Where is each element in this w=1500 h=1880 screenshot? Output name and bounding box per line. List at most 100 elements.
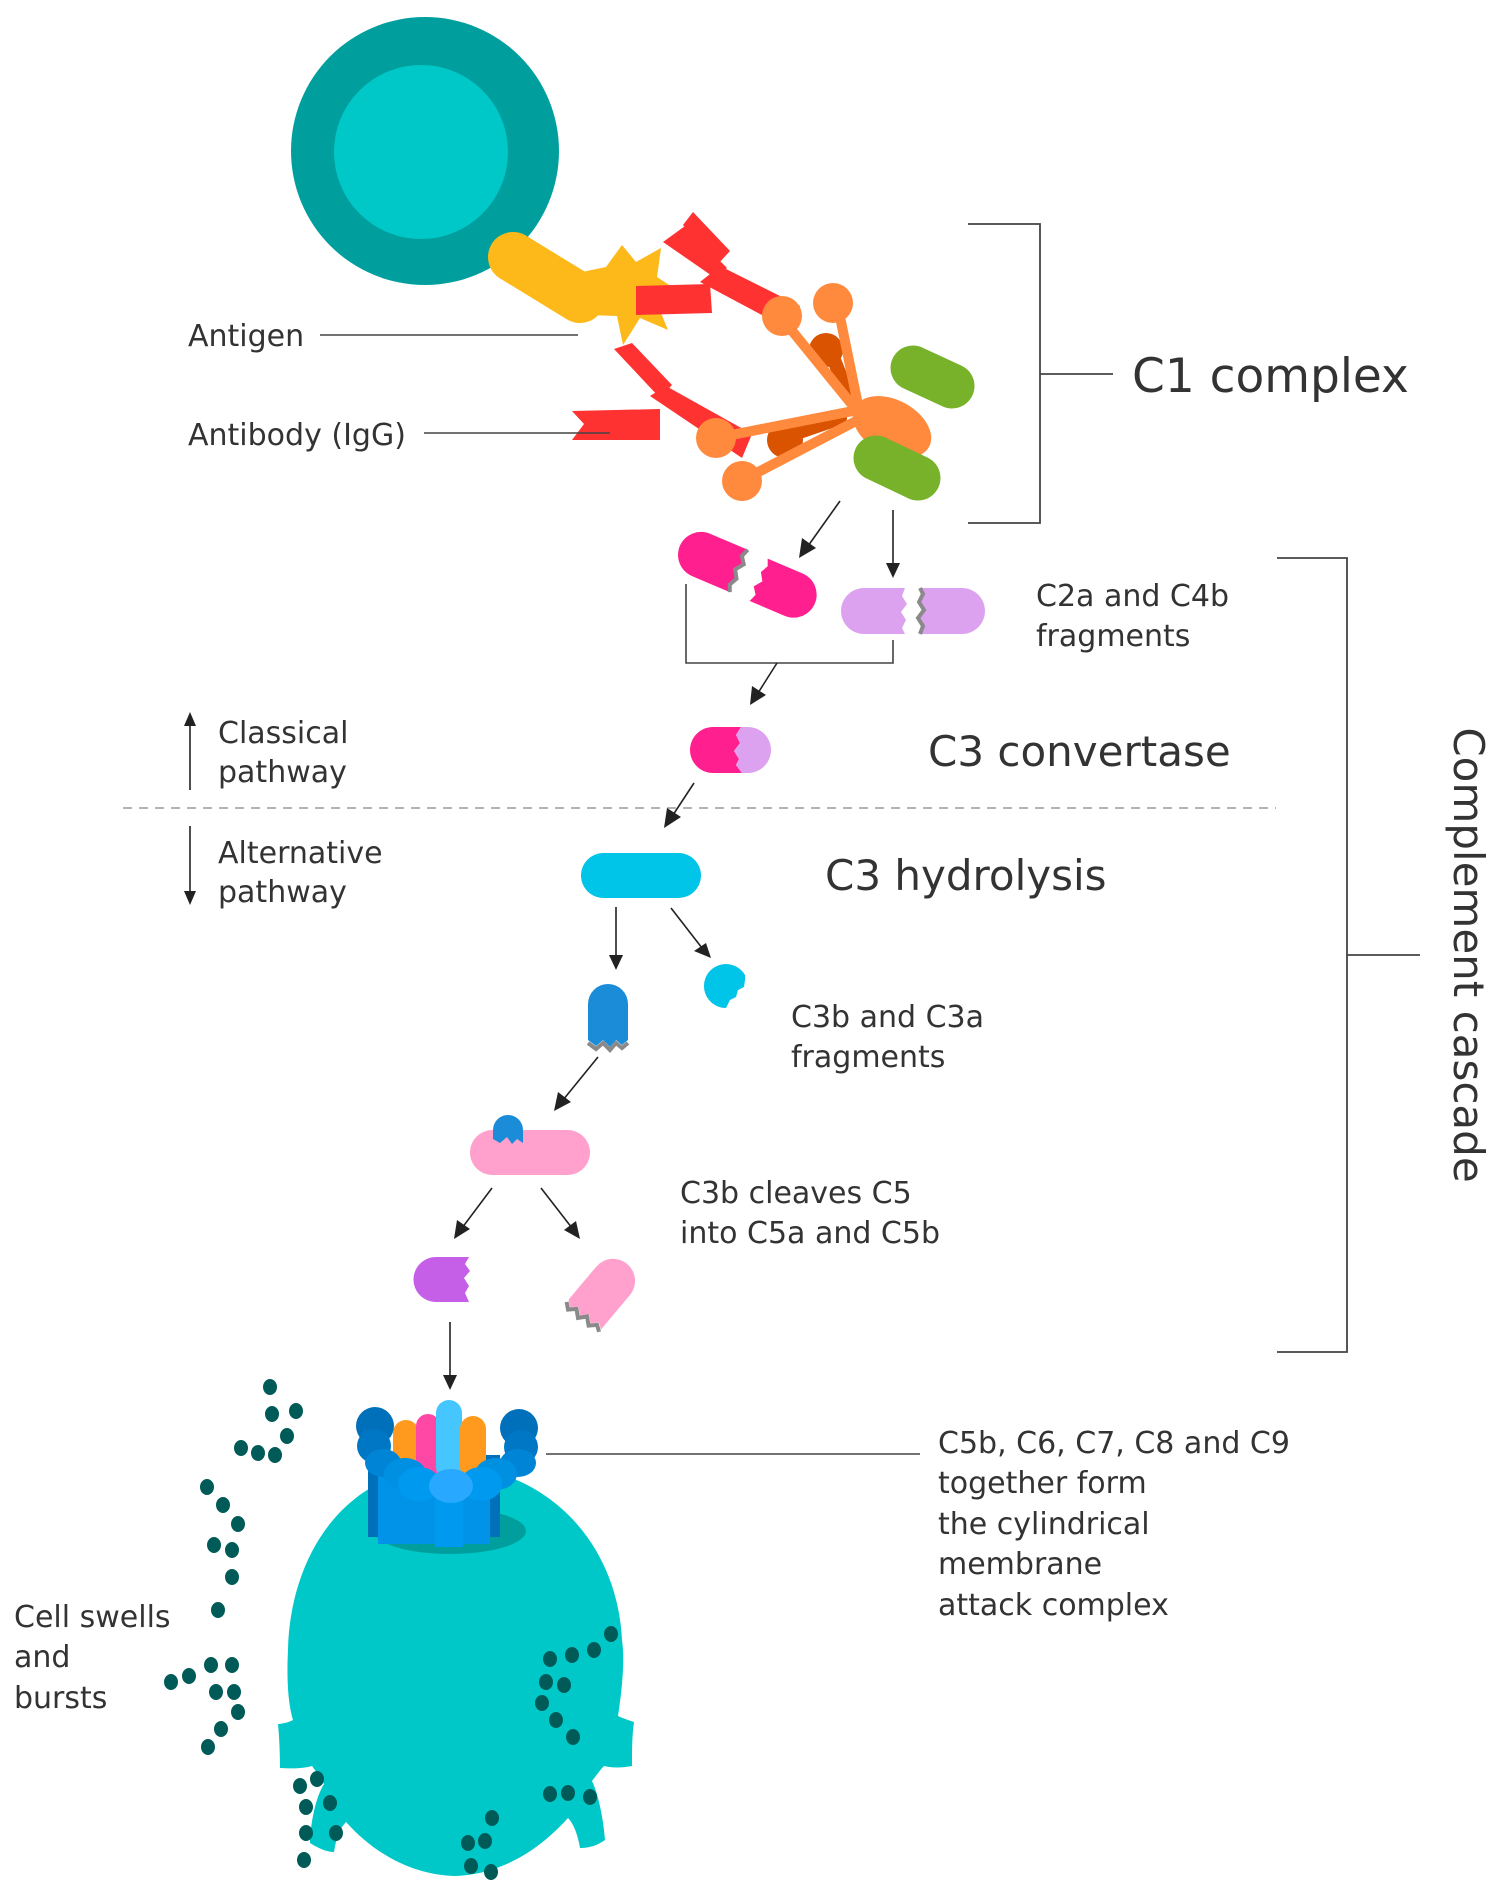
debris-dot xyxy=(329,1825,343,1841)
arrow-to-c3 xyxy=(664,782,695,828)
arrow-to-mac xyxy=(443,1322,457,1390)
debris-dot xyxy=(299,1825,313,1841)
alternative-pathway-indicator xyxy=(184,826,196,905)
arrow-c1-to-c4 xyxy=(886,510,900,578)
debris-dot xyxy=(231,1516,245,1532)
debris-dot xyxy=(227,1684,241,1700)
cell-debris xyxy=(164,1379,618,1880)
debris-dot xyxy=(214,1721,228,1737)
c3-hydrolysis-label: C3 hydrolysis xyxy=(825,851,1107,900)
debris-dot xyxy=(565,1647,579,1663)
debris-dot xyxy=(231,1704,245,1720)
arrow-c1-to-c2 xyxy=(799,500,841,558)
debris-dot xyxy=(251,1445,265,1461)
debris-dot xyxy=(461,1835,475,1851)
debris-dot xyxy=(225,1569,239,1585)
debris-dot xyxy=(484,1864,498,1880)
membrane-attack-complex xyxy=(356,1400,538,1547)
c1q-head xyxy=(722,461,762,501)
antibody-label: Antibody (IgG) xyxy=(188,418,406,453)
arrow-to-c5b xyxy=(454,1187,493,1239)
arrow-down-icon xyxy=(184,891,196,905)
alternative-pathway-label-line2: pathway xyxy=(218,875,347,910)
c3-convertase-label: C3 convertase xyxy=(928,727,1231,776)
debris-dot xyxy=(293,1778,307,1794)
classical-pathway-label-line1: Classical xyxy=(218,716,348,751)
debris-dot xyxy=(207,1537,221,1553)
c1-complex xyxy=(696,283,975,501)
debris-dot xyxy=(535,1695,549,1711)
arrow-to-c5a xyxy=(540,1187,580,1239)
debris-dot xyxy=(182,1668,196,1684)
debris-dot xyxy=(561,1785,575,1801)
antigen-label: Antigen xyxy=(188,319,304,354)
c3-shape xyxy=(581,853,701,898)
debris-dot xyxy=(310,1771,324,1787)
pathogen-cell-inner xyxy=(334,65,508,239)
c1q-head xyxy=(762,296,802,336)
debris-dot xyxy=(566,1729,580,1745)
arrow-to-c3b xyxy=(609,907,623,970)
c4-fragments xyxy=(841,587,985,635)
mac-label-line4: membrane xyxy=(938,1547,1102,1582)
debris-dot xyxy=(543,1651,557,1667)
c2-fragments xyxy=(678,531,817,618)
c2a-c4b-label-line1: C2a and C4b xyxy=(1036,579,1229,614)
debris-dot xyxy=(200,1479,214,1495)
c5a-shape xyxy=(564,1258,636,1333)
c3b-cleaves-label-line2: into C5a and C5b xyxy=(680,1216,940,1251)
debris-dot xyxy=(225,1657,239,1673)
alternative-pathway-label-line1: Alternative xyxy=(218,836,383,871)
classical-pathway-indicator xyxy=(184,712,196,790)
debris-dot xyxy=(485,1810,499,1826)
c3b-c3a-label-line2: fragments xyxy=(791,1040,945,1075)
c3b-c3a-label-line1: C3b and C3a xyxy=(791,1000,984,1035)
c1q-head xyxy=(813,283,853,323)
debris-dot xyxy=(549,1712,563,1728)
debris-dot xyxy=(557,1677,571,1693)
c1-complex-label: C1 complex xyxy=(1132,349,1409,404)
cell-bursts-label-line2: and xyxy=(14,1640,70,1675)
complement-cascade-label: Complement cascade xyxy=(1444,727,1493,1182)
cell-bursts-label-line3: bursts xyxy=(14,1681,107,1716)
c3-convertase-shape xyxy=(690,727,771,773)
debris-dot xyxy=(204,1657,218,1673)
debris-dot xyxy=(289,1403,303,1419)
arrow-to-c3a xyxy=(670,907,711,958)
antigen-star xyxy=(582,245,680,345)
debris-dot xyxy=(234,1440,248,1456)
classical-pathway-label-line2: pathway xyxy=(218,755,347,790)
antigen-shape xyxy=(488,232,680,345)
debris-dot xyxy=(280,1428,294,1444)
c3b-cleaves-label-line1: C3b cleaves C5 xyxy=(680,1176,912,1211)
debris-dot xyxy=(297,1852,311,1868)
c5b-shape xyxy=(413,1257,470,1302)
c1q-head xyxy=(696,418,736,458)
debris-dot xyxy=(464,1858,478,1874)
arrow-to-c5-complex xyxy=(554,1056,599,1111)
debris-dot xyxy=(478,1833,492,1849)
cell-bursts-label-line1: Cell swells xyxy=(14,1600,171,1635)
debris-dot xyxy=(539,1674,553,1690)
c3b-shape xyxy=(586,984,630,1053)
c3a-shape xyxy=(703,964,745,1009)
arrow-to-c3-convertase xyxy=(750,662,778,705)
debris-dot xyxy=(323,1795,337,1811)
mac-label-line2: together form xyxy=(938,1466,1147,1501)
c2-c4-connector xyxy=(685,584,894,664)
debris-dot xyxy=(164,1674,178,1690)
mac-label-line3: the cylindrical xyxy=(938,1507,1150,1542)
arrow-up-icon xyxy=(184,712,196,726)
debris-dot xyxy=(263,1379,277,1395)
debris-dot xyxy=(543,1786,557,1802)
debris-dot xyxy=(299,1799,313,1815)
debris-dot xyxy=(604,1626,618,1642)
debris-dot xyxy=(225,1542,239,1558)
mac-label-line5: attack complex xyxy=(938,1588,1169,1623)
c1-complex-bracket xyxy=(968,223,1041,524)
debris-dot xyxy=(211,1602,225,1618)
debris-dot xyxy=(587,1642,601,1658)
c3b-c5-complex xyxy=(470,1115,590,1175)
mac-label-line1: C5b, C6, C7, C8 and C9 xyxy=(938,1426,1290,1461)
